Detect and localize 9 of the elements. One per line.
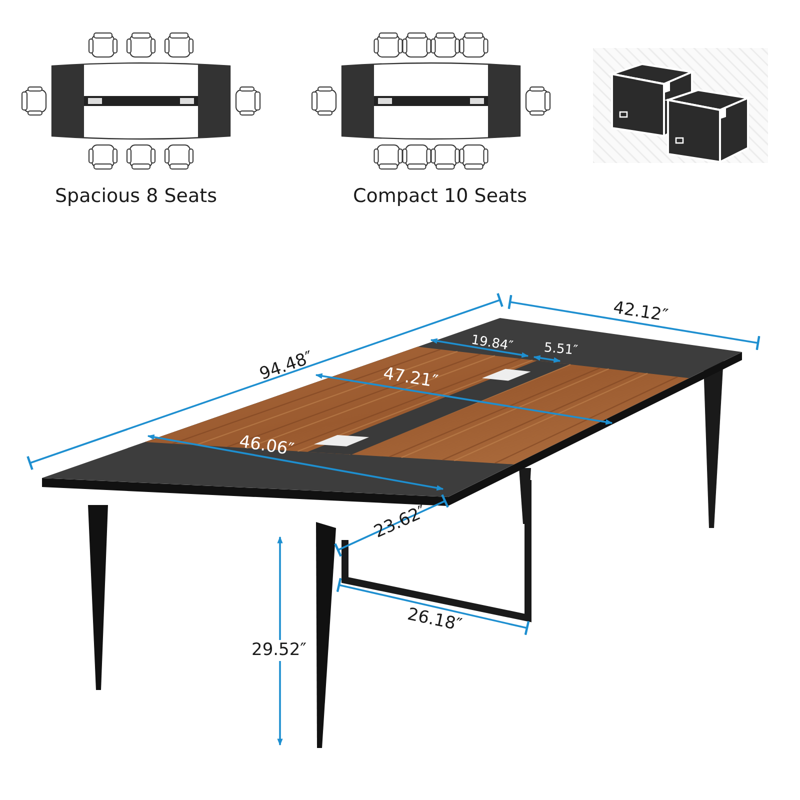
dimension-label: 42.12″	[612, 299, 669, 325]
dimension-label: 5.51″	[544, 341, 578, 357]
dimension-label: 26.18″	[405, 606, 463, 634]
layout-caption: Spacious 8 Seats	[55, 186, 217, 206]
dimension-label: 47.21″	[382, 365, 439, 391]
dimension-label: 29.52″	[250, 640, 308, 660]
layout-caption: Compact 10 Seats	[353, 186, 527, 206]
dimension-label: 46.06″	[238, 433, 295, 459]
dimension-label: 19.84″	[470, 333, 514, 353]
